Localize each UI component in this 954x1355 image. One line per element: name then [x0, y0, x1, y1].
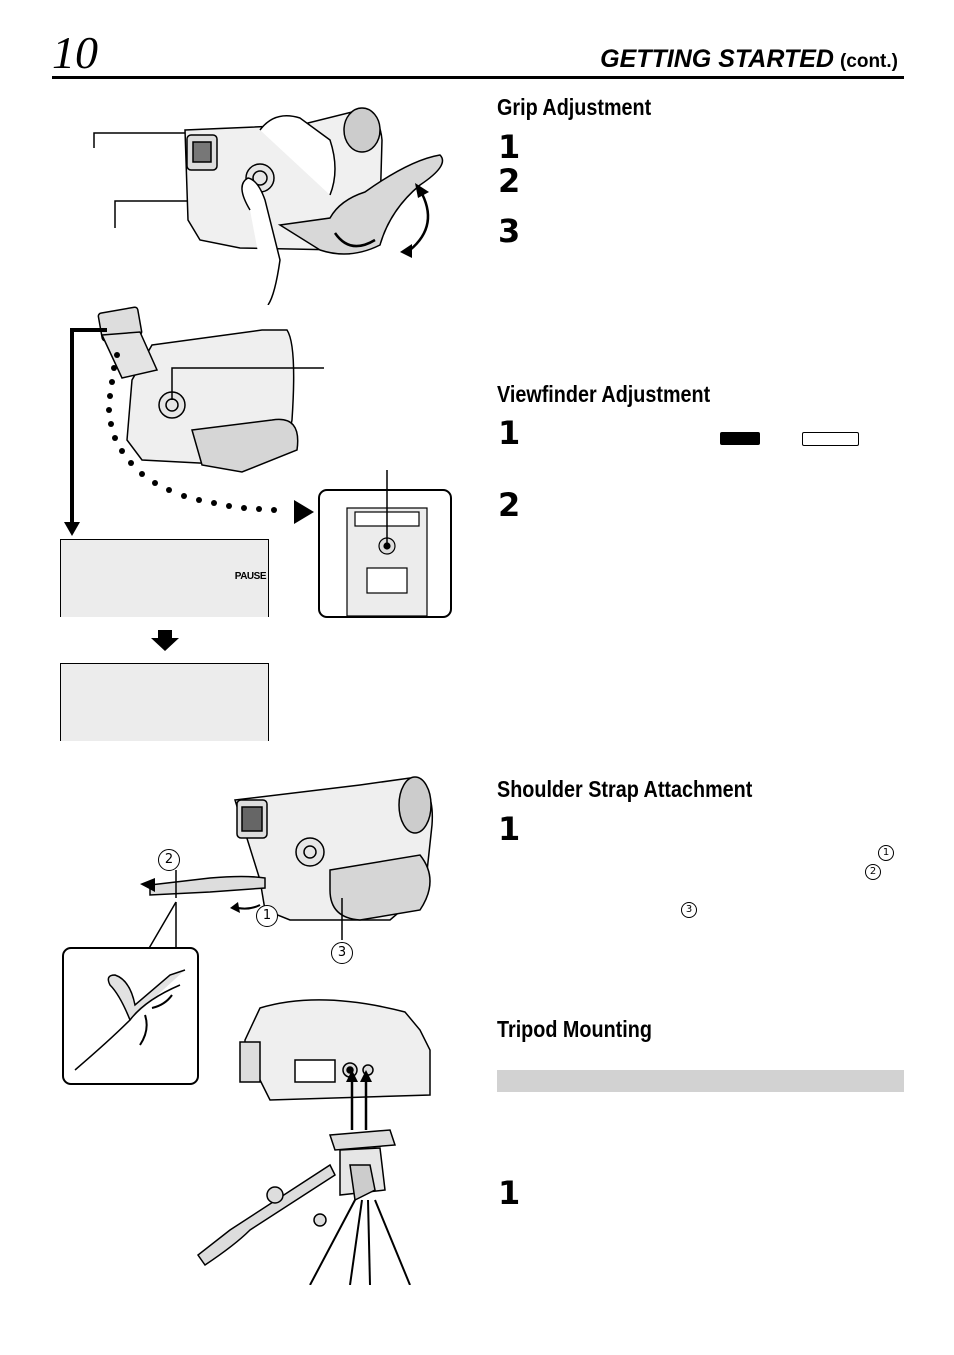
strap-label-2: 2 — [158, 849, 180, 871]
grip-step-3: 3 — [498, 212, 521, 250]
strap-label-3: 3 — [331, 942, 353, 964]
grip-illustration — [93, 107, 444, 305]
strap-label-1: 1 — [256, 905, 278, 927]
mode-indicator-black — [720, 432, 760, 445]
viewfinder-illustration — [64, 306, 452, 618]
page-number: 10 — [52, 27, 98, 78]
viewfinder-step-2: 2 — [498, 486, 521, 524]
tripod-step-1: 1 — [498, 1174, 521, 1212]
header-title: GETTING STARTED — [600, 45, 834, 73]
dotted-arrow — [106, 352, 277, 513]
shoulder-strap-illustration — [62, 776, 434, 1085]
strap-ref-1: 1 — [878, 845, 894, 861]
tripod-mounting-title: Tripod Mounting — [497, 1016, 652, 1042]
pause-indicator: PAUSE — [234, 571, 267, 582]
strap-ref-3: 3 — [681, 902, 697, 918]
grip-adjustment-title: Grip Adjustment — [497, 94, 652, 120]
grip-step-2: 2 — [498, 162, 521, 200]
mode-indicator-white — [802, 432, 859, 446]
shoulder-step-1: 1 — [498, 810, 521, 848]
grip-step-1: 1 — [498, 128, 521, 166]
viewfinder-adjustment-title: Viewfinder Adjustment — [497, 381, 711, 407]
shoulder-strap-title: Shoulder Strap Attachment — [497, 776, 753, 802]
page-header: GETTING STARTED(cont.) — [600, 44, 898, 77]
viewfinder-screen-blurred: PAUSE — [60, 539, 269, 617]
viewfinder-screen-focused — [60, 663, 269, 741]
down-arrow-icon — [151, 630, 179, 651]
header-cont: (cont.) — [839, 51, 898, 72]
caution-bar — [497, 1070, 904, 1092]
tripod-illustration — [196, 999, 431, 1285]
viewfinder-step-1: 1 — [498, 414, 521, 452]
header-rule — [52, 76, 904, 79]
strap-ref-2: 2 — [865, 864, 881, 880]
